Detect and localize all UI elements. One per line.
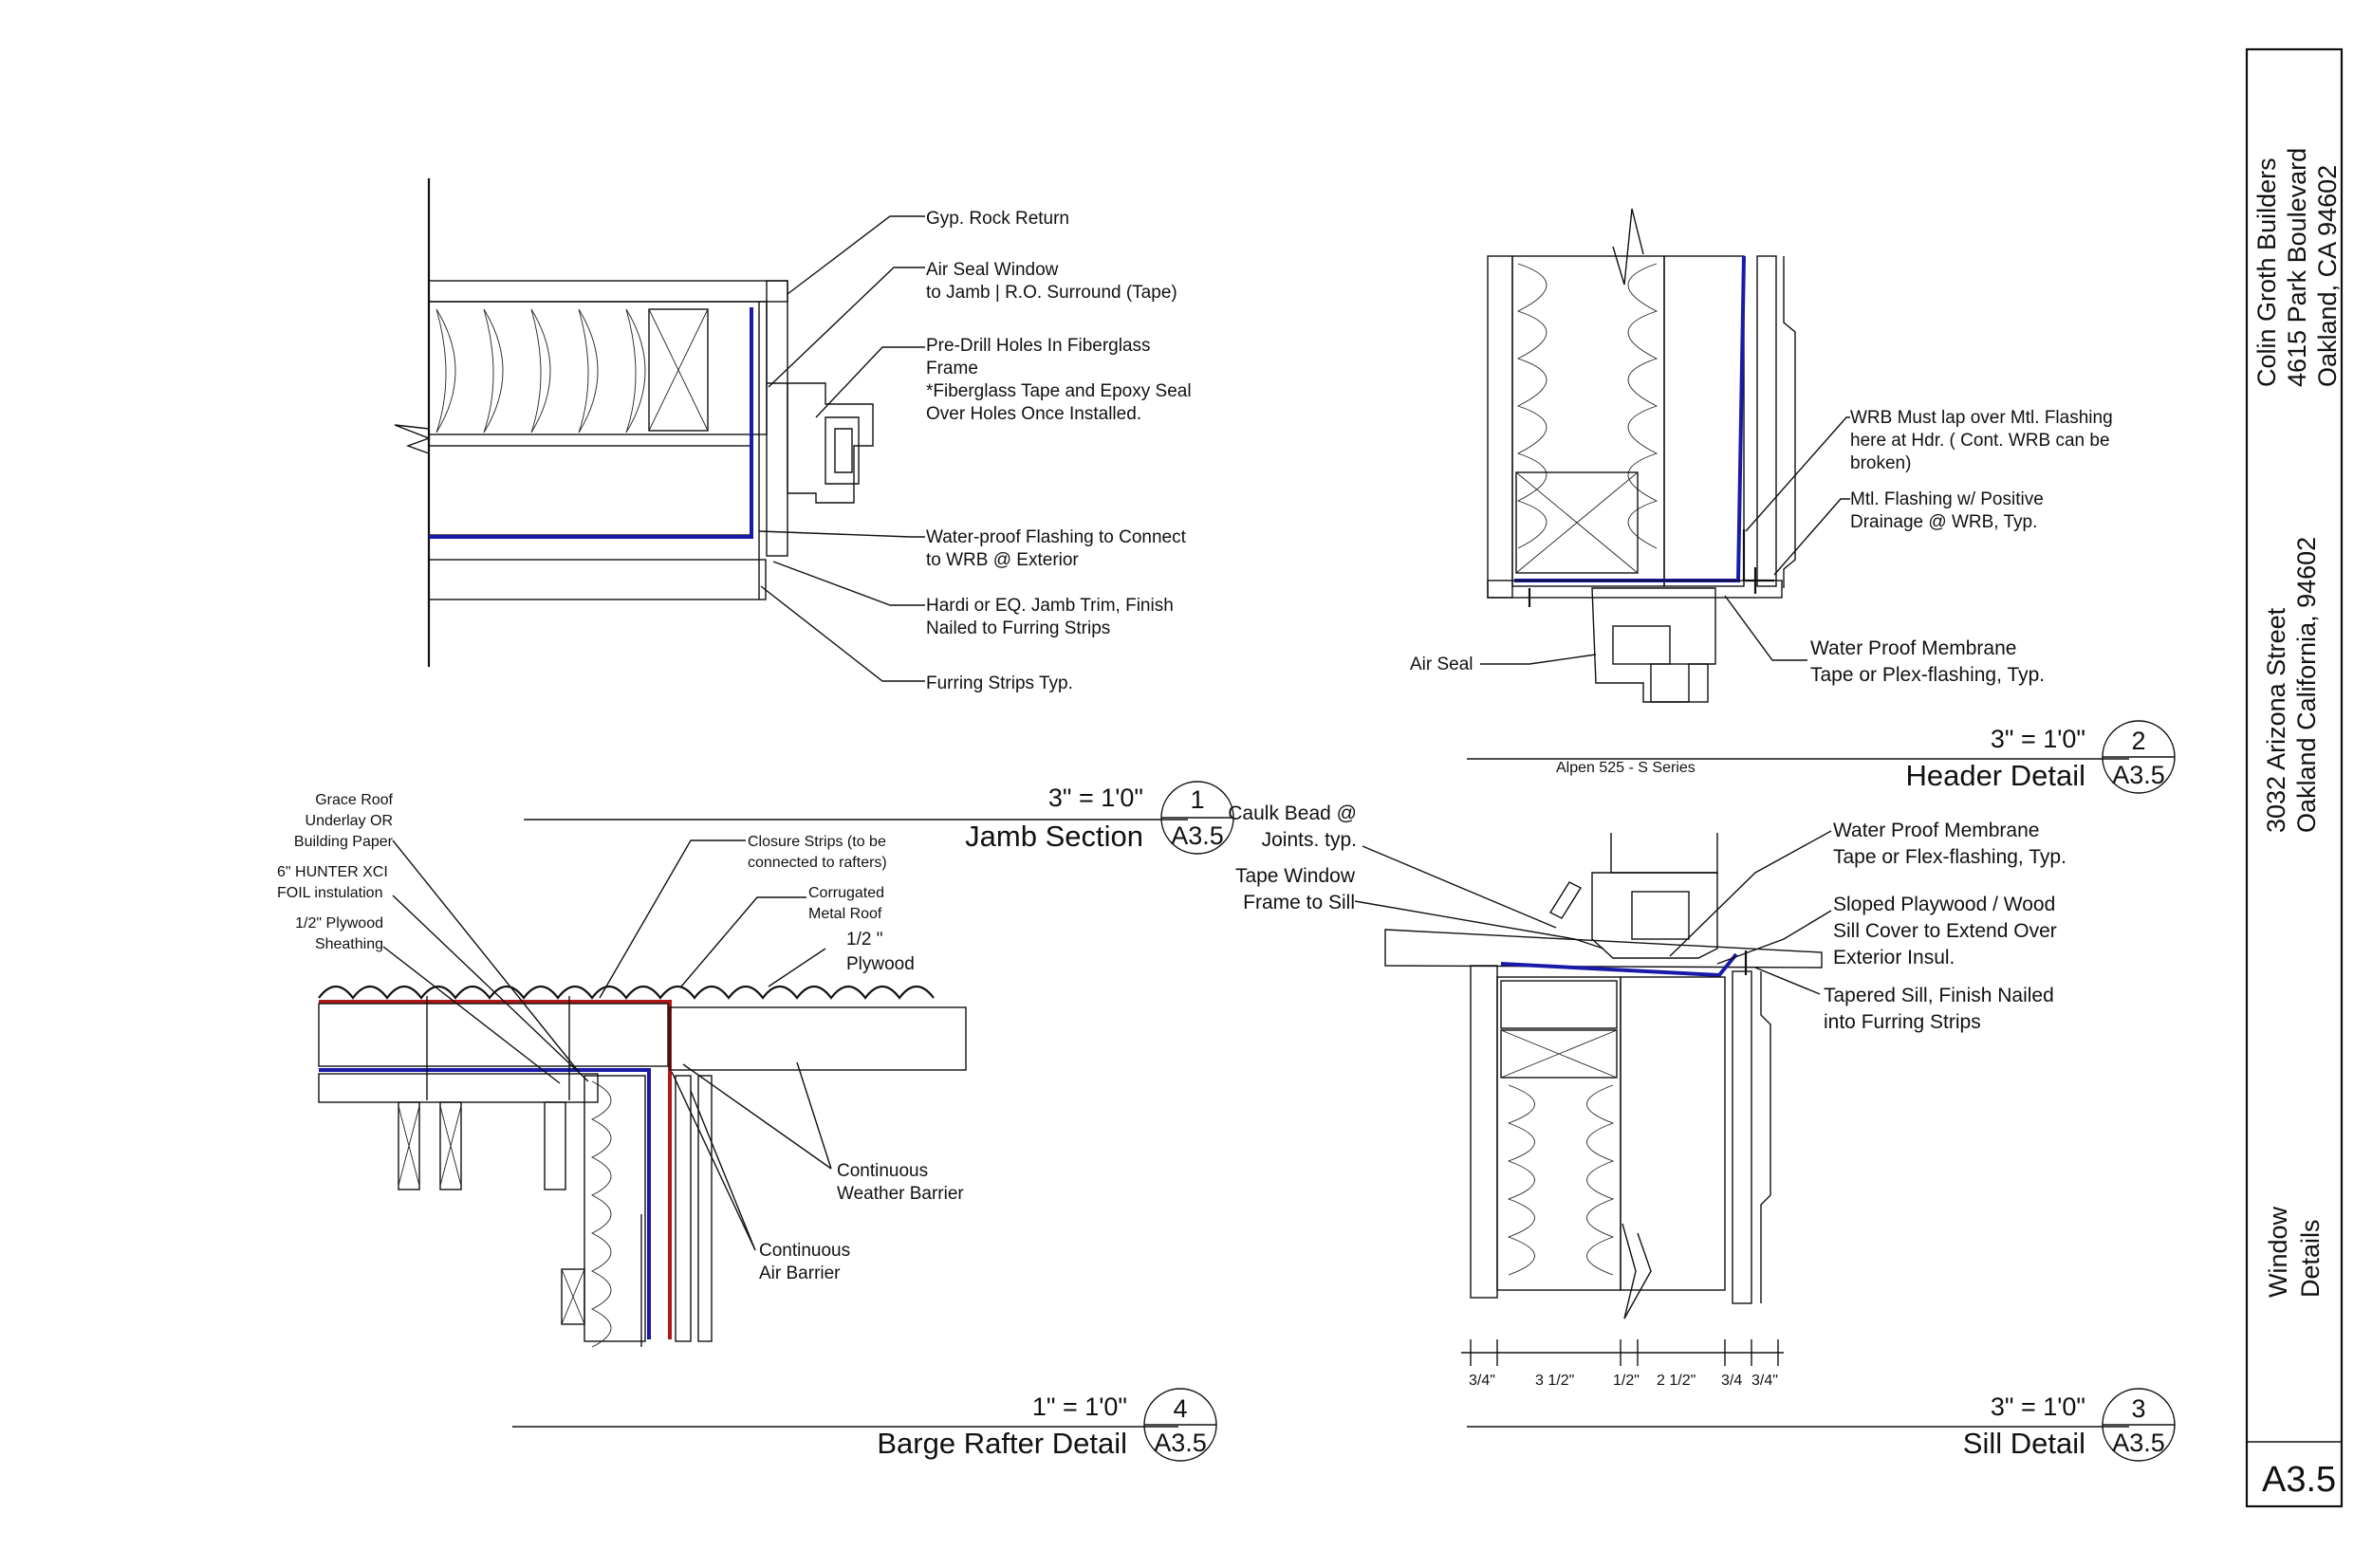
jamb-sheet-ref: A3.5 (1171, 821, 1224, 850)
jamb-section-drawing (394, 178, 925, 682)
jamb-scale: 3" = 1'0" (1048, 784, 1143, 812)
note-jamb-trim: Hardi or EQ. Jamb Trim, Finish (926, 596, 1174, 616)
sheet-title-line2: Details (2296, 1219, 2325, 1298)
note-closure-strips: Closure Strips (to be (748, 834, 886, 850)
note-air-barrier-2: Air Barrier (759, 1264, 841, 1283)
note-weather-barrier: Continuous (837, 1161, 928, 1181)
note-waterproof-flashing-2: to WRB @ Exterior (926, 550, 1079, 570)
sheet-number: A3.5 (2262, 1460, 2336, 1500)
note-mtl-flashing-2: Drainage @ WRB, Typ. (1850, 512, 2037, 532)
sill-dim-2: 3 1/2" (1535, 1373, 1574, 1389)
note-grace-roof: Grace Roof (315, 792, 393, 808)
note-sloped-playwood: Sloped Playwood / Wood (1833, 894, 2055, 915)
note-caulk-bead-2: Joints. typ. (1262, 829, 1357, 851)
sill-detail-number: 3 (2131, 1394, 2145, 1423)
note-predrill-3: *Fiberglass Tape and Epoxy Seal (926, 381, 1192, 401)
note-predrill-2: Frame (926, 359, 978, 378)
header-detail-number: 2 (2131, 727, 2145, 755)
note-wrb-lap: WRB Must lap over Mtl. Flashing (1850, 408, 2113, 428)
header-title: Header Detail (1905, 759, 2085, 792)
note-air-seal-window-2: to Jamb | R.O. Surround (Tape) (926, 283, 1177, 303)
note-half-plywood-2: Plywood (846, 954, 915, 974)
note-corrugated-roof: Corrugated (808, 885, 884, 901)
note-plywood-sheathing: 1/2" Plywood (295, 915, 383, 932)
header-detail-drawing (1480, 208, 1850, 703)
note-mtl-flashing: Mtl. Flashing w/ Positive (1850, 489, 2044, 509)
note-closure-strips-2: connected to rafters) (748, 855, 887, 871)
project-address: 3032 Arizona Street (2262, 607, 2290, 833)
company-address: 4615 Park Boulevard (2283, 148, 2311, 387)
barge-rafter-title: 1" = 1'0" Barge Rafter Detail 4 A3.5 (512, 1388, 1217, 1462)
sill-dimension-ticks (1470, 1339, 1779, 1366)
sheet-title-line1: Window (2264, 1206, 2292, 1298)
note-waterproof-flashing: Water-proof Flashing to Connect (926, 527, 1187, 547)
note-tape-window-2: Frame to Sill (1243, 892, 1355, 913)
note-caulk-bead: Caulk Bead @ (1228, 802, 1357, 824)
barge-rafter-notes: Grace Roof Underlay OR Building Paper 6"… (277, 792, 964, 1283)
note-wrb-lap-2: here at Hdr. ( Cont. WRB can be (1850, 431, 2110, 451)
header-detail-notes: WRB Must lap over Mtl. Flashing here at … (1410, 408, 2113, 776)
note-sill-membrane: Water Proof Membrane (1833, 820, 2039, 841)
jamb-section-title: 3" = 1'0" Jamb Section 1 A3.5 (524, 781, 1234, 855)
note-furring-strips: Furring Strips Typ. (926, 673, 1073, 693)
barge-title: Barge Rafter Detail (877, 1427, 1127, 1460)
note-wrb-lap-3: broken) (1850, 453, 1911, 473)
note-header-membrane-2: Tape or Plex-flashing, Typ. (1810, 664, 2045, 686)
sill-dim-6: 3/4" (1751, 1373, 1778, 1389)
sill-detail-drawing (1354, 830, 1832, 1366)
note-air-seal-window: Air Seal Window (926, 260, 1059, 280)
note-header-membrane: Water Proof Membrane (1810, 637, 2016, 659)
project-city: Oakland California, 94602 (2292, 537, 2321, 833)
barge-scale: 1" = 1'0" (1032, 1393, 1127, 1421)
sill-scale: 3" = 1'0" (1991, 1393, 2085, 1421)
note-tapered-sill: Tapered Sill, Finish Nailed (1824, 985, 2054, 1006)
note-corrugated-roof-2: Metal Roof (808, 906, 882, 922)
sill-dim-1: 3/4" (1469, 1373, 1495, 1389)
sill-dim-4: 2 1/2" (1657, 1373, 1696, 1389)
header-window-model: Alpen 525 - S Series (1556, 760, 1696, 776)
sill-title: Sill Detail (1963, 1427, 2085, 1460)
barge-rafter-drawing (318, 839, 967, 1348)
header-sheet-ref: A3.5 (2112, 761, 2165, 789)
note-grace-roof-2: Underlay OR (306, 813, 393, 829)
note-air-barrier: Continuous (759, 1241, 850, 1261)
note-predrill: Pre-Drill Holes In Fiberglass (926, 336, 1151, 356)
note-jamb-trim-2: Nailed to Furring Strips (926, 618, 1110, 638)
barge-sheet-ref: A3.5 (1154, 1429, 1207, 1457)
note-gyp-rock-return: Gyp. Rock Return (926, 209, 1069, 229)
note-tape-window: Tape Window (1235, 865, 1356, 887)
title-block-frame (2245, 47, 2344, 1508)
barge-detail-number: 4 (1173, 1394, 1187, 1423)
header-detail-title: 3" = 1'0" Header Detail 2 A3.5 (1467, 720, 2176, 794)
jamb-section-notes: Gyp. Rock Return Air Seal Window to Jamb… (926, 209, 1192, 693)
company-city: Oakland, CA 94602 (2313, 165, 2342, 387)
note-sill-membrane-2: Tape or Flex-flashing, Typ. (1833, 846, 2066, 868)
sill-dim-3: 1/2" (1613, 1373, 1640, 1389)
title-block: Colin Groth Builders 4615 Park Boulevard… (2245, 47, 2344, 1508)
note-predrill-4: Over Holes Once Installed. (926, 404, 1141, 424)
note-hunter-xci-2: FOIL instulation (277, 885, 382, 901)
sill-detail-title: 3" = 1'0" Sill Detail 3 A3.5 (1467, 1388, 2176, 1462)
company-name: Colin Groth Builders (2252, 157, 2281, 387)
note-weather-barrier-2: Weather Barrier (837, 1184, 964, 1204)
sill-dim-5: 3/4 (1721, 1373, 1742, 1389)
sill-detail-notes: Caulk Bead @ Joints. typ. Tape Window Fr… (1228, 802, 2066, 1389)
note-half-plywood: 1/2 " (846, 930, 882, 950)
sill-sheet-ref: A3.5 (2112, 1429, 2165, 1457)
note-tapered-sill-2: into Furring Strips (1824, 1011, 1981, 1033)
jamb-detail-number: 1 (1190, 785, 1204, 814)
note-sloped-playwood-3: Exterior Insul. (1833, 947, 1955, 968)
note-sloped-playwood-2: Sill Cover to Extend Over (1833, 920, 2057, 942)
note-hunter-xci: 6" HUNTER XCI (277, 864, 388, 880)
note-plywood-sheathing-2: Sheathing (315, 936, 383, 952)
header-scale: 3" = 1'0" (1991, 725, 2085, 753)
note-air-seal: Air Seal (1410, 655, 1473, 674)
jamb-title: Jamb Section (965, 820, 1143, 853)
note-grace-roof-3: Building Paper (294, 834, 394, 850)
